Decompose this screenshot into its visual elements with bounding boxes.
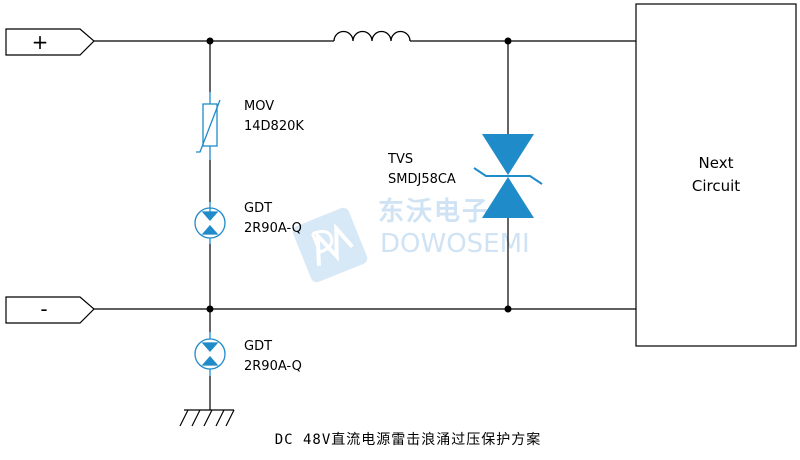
junction-dot [206,305,214,313]
mov-varistor-icon [196,92,221,160]
tvs-type-label: TVS [387,152,413,167]
gdt-upper-icon [194,202,226,244]
junction-dot [504,37,512,45]
mov-type-label: MOV [244,99,274,114]
negative-terminal: - [5,296,95,324]
watermark: 东沃电子 DOWOSEMI [292,196,530,283]
diagram-caption: DC 48V直流电源雷击浪涌过压保护方案 [275,431,542,448]
next-circuit-box: Next Circuit [635,3,797,347]
positive-terminal-label: + [32,30,49,54]
next-circuit-line1: Next [699,154,734,172]
tvs-part-label: SMDJ58CA [388,172,456,187]
gdt-upper-part-label: 2R90A-Q [244,221,302,236]
junctions [206,37,512,313]
junction-dot [206,37,214,45]
junction-dot [504,305,512,313]
wires [94,40,636,410]
gdt-lower-part-label: 2R90A-Q [244,359,302,374]
watermark-english: DOWOSEMI [380,229,530,259]
positive-terminal: + [5,28,95,56]
ground-icon [179,409,235,427]
mov-part-label: 14D820K [244,119,304,134]
gdt-lower-type-label: GDT [244,339,272,354]
inductor-icon [333,30,411,42]
gdt-upper-type-label: GDT [244,201,272,216]
gdt-lower-icon [194,332,226,376]
tvs-diode-icon [473,134,543,218]
next-circuit-line2: Circuit [692,177,740,195]
negative-terminal-label: - [40,297,47,321]
watermark-logo-icon [292,207,368,283]
watermark-chinese: 东沃电子 [378,196,490,227]
